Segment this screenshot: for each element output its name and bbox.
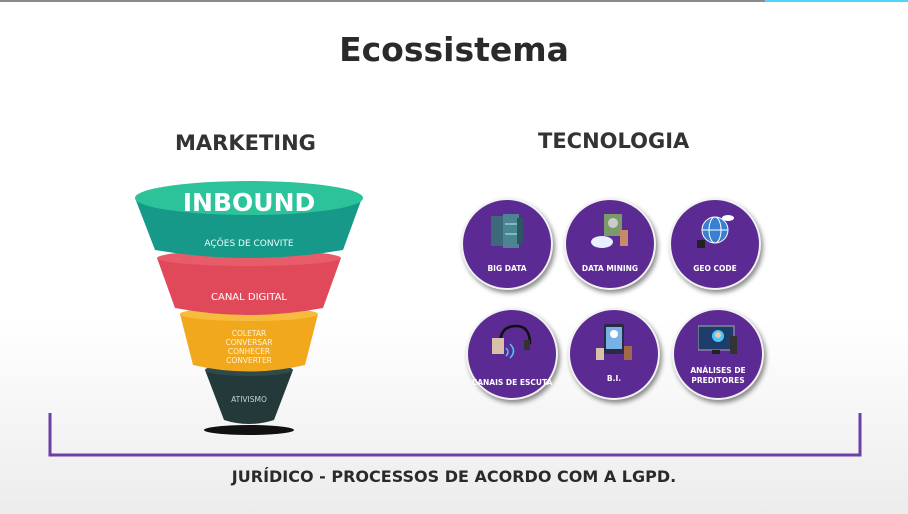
tech-label: DATA MINING bbox=[581, 264, 639, 273]
funnel-line: CONVERSAR bbox=[225, 338, 272, 347]
tech-big-data: BIG DATA bbox=[461, 198, 553, 290]
progress-bar-track bbox=[0, 0, 765, 2]
hard-drive-cloud-icon bbox=[591, 214, 628, 248]
tech-label: B.I. bbox=[606, 374, 622, 383]
marketing-heading: MARKETING bbox=[175, 131, 316, 155]
progress-bar-fill bbox=[765, 0, 908, 2]
tecnologia-heading: TECNOLOGIA bbox=[538, 129, 690, 153]
footer-text: JURÍDICO - PROCESSOS DE ACORDO COM A LGP… bbox=[231, 467, 677, 486]
funnel-layer-ativismo bbox=[205, 370, 293, 424]
bracket-line bbox=[48, 413, 862, 457]
tech-canais-de-escuta: CANAIS DE ESCUTA bbox=[466, 308, 558, 400]
funnel-label: AÇÕES DE CONVITE bbox=[204, 237, 294, 249]
funnel-label: ATIVISMO bbox=[231, 395, 267, 404]
funnel-line: CONHECER bbox=[228, 347, 270, 356]
funnel-layer-inbound bbox=[135, 198, 362, 258]
funnel-layer-canal-digital bbox=[157, 258, 341, 315]
monitor-person-icon bbox=[698, 325, 737, 354]
slide-title: Ecossistema bbox=[339, 30, 569, 69]
globe-icon bbox=[697, 215, 734, 248]
tech-label: CANAIS DE ESCUTA bbox=[471, 378, 553, 387]
tech-bi: B.I. bbox=[568, 308, 660, 400]
tablet-icon bbox=[596, 324, 632, 360]
funnel-line: CONVERTER bbox=[226, 356, 272, 365]
tech-data-mining: DATA MINING bbox=[564, 198, 656, 290]
tech-label: GEO CODE bbox=[693, 264, 737, 273]
tech-label: BIG DATA bbox=[487, 264, 527, 273]
tech-analises-de-preditores: ANÁLISES DE PREDITORES bbox=[672, 308, 764, 400]
headset-icon bbox=[492, 324, 532, 359]
server-rack-icon bbox=[491, 214, 523, 248]
funnel-inbound-title: INBOUND bbox=[183, 188, 316, 217]
funnel-layer-converter bbox=[180, 314, 318, 372]
tech-label: ANÁLISES DE PREDITORES bbox=[690, 366, 746, 385]
tech-geo-code: GEO CODE bbox=[669, 198, 761, 290]
funnel-shadow bbox=[204, 425, 294, 435]
funnel-line: COLETAR bbox=[232, 329, 266, 338]
funnel-label: CANAL DIGITAL bbox=[211, 292, 287, 303]
